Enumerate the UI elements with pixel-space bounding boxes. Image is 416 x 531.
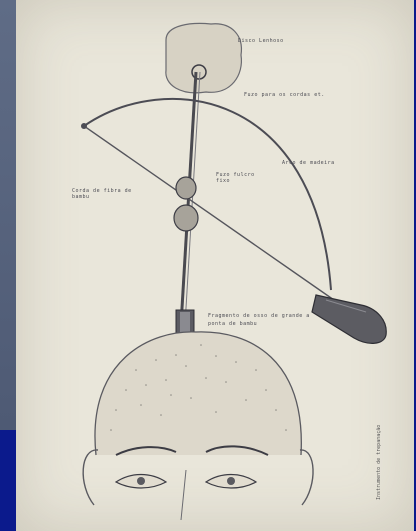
label-vertical-stick: Fuzo para os cordas et. — [244, 92, 325, 98]
left-ear — [83, 450, 98, 505]
bow-tip — [81, 123, 87, 129]
nose — [181, 470, 186, 520]
label-cord: Corda de fibra de bambu — [72, 188, 132, 200]
label-bone-disc: Disco Lenhoso — [238, 38, 284, 44]
label-fixed-pulley: Fuzo fulcro fixo — [216, 172, 266, 184]
upper-pulley — [176, 177, 196, 199]
side-caption: Instrumento de trepanação — [376, 425, 382, 500]
head-outline — [95, 332, 301, 455]
right-ear — [300, 450, 313, 505]
label-bone-fragment: Fragmento de osso de grande a ponta de b… — [208, 312, 318, 328]
drawing-photo: Disco Lenhoso Fuzo para os cordas et. Ar… — [16, 0, 414, 531]
trepanation-drill-drawing — [16, 0, 414, 531]
bow-string — [84, 126, 334, 300]
label-bow: Arco de madeira — [282, 160, 335, 166]
top-disc — [166, 23, 242, 92]
right-pupil — [227, 477, 235, 485]
left-pupil — [137, 477, 145, 485]
knife-handle — [312, 295, 386, 343]
lower-pulley — [174, 205, 198, 231]
